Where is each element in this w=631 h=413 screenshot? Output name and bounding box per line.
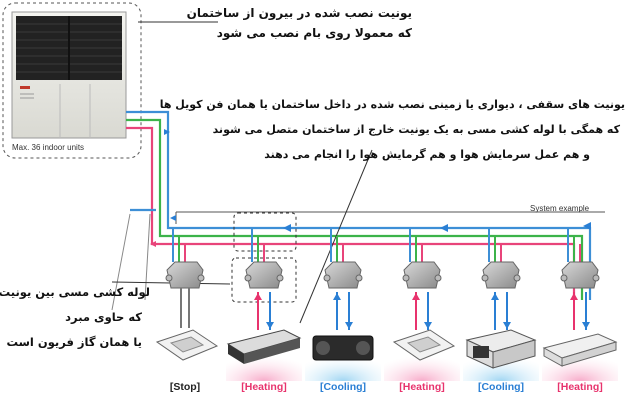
branch-port <box>513 274 521 282</box>
flow-arrow-up <box>333 293 341 300</box>
branch-box <box>561 261 599 289</box>
system-example-label: System example <box>530 204 590 213</box>
branch-port <box>434 274 442 282</box>
branch-port <box>592 274 600 282</box>
cassette-grille <box>406 336 442 353</box>
branch-port <box>481 274 489 282</box>
flow-arrow-down <box>266 322 274 329</box>
branch-port <box>244 274 252 282</box>
flow-arrow-down <box>503 322 511 329</box>
branch-port <box>197 274 205 282</box>
indoor-unit <box>542 228 618 381</box>
branch-port <box>355 274 363 282</box>
unit-mode-label: [Heating] <box>557 381 603 393</box>
branch-box <box>324 261 362 289</box>
unit-mode-label: [Stop] <box>169 381 201 393</box>
branch-port <box>165 274 173 282</box>
flow-arrow-up <box>412 293 420 300</box>
flow-arrow-down <box>582 322 590 329</box>
flow-arrow-down <box>424 322 432 329</box>
concealed-unit <box>312 335 374 361</box>
ducted-side <box>244 338 300 364</box>
outdoor-unit <box>11 11 127 139</box>
indoor-unit <box>384 228 460 381</box>
cassette-grille <box>169 336 205 353</box>
indoor-unit <box>305 228 381 381</box>
unit-mode-label: [Cooling] <box>477 381 525 393</box>
outdoor-unit-frame <box>2 2 142 159</box>
ducted-side <box>492 339 536 369</box>
piping-caption-line2: که حاوی مبرد <box>65 310 142 324</box>
indoor-caption-line3: و هم عمل سرمایش هوا و هم گرمایش هوا را ا… <box>264 148 590 161</box>
fan-outlet <box>356 341 370 355</box>
branch-highlight-box <box>233 212 297 252</box>
indoor-caption-line1: یونیت های سقفی ، دیواری یا زمینی نصب شده… <box>159 98 625 111</box>
indoor-caption-line2: که همگی با لوله کشی مسی به یک یونیت خارج… <box>212 123 620 136</box>
flow-arrow-down <box>345 322 353 329</box>
branch-port <box>402 274 410 282</box>
ducted-face <box>228 344 244 364</box>
duct-outlet <box>473 346 489 358</box>
branch-box <box>482 261 520 289</box>
valve-highlight-box <box>231 257 297 303</box>
indoor-unit <box>226 228 302 381</box>
unit-mode-label: [Cooling] <box>319 381 367 393</box>
branch-port <box>323 274 331 282</box>
piping-caption-line3: یا همان گاز فریون است <box>6 335 142 349</box>
flow-arrow-up <box>491 293 499 300</box>
branch-box <box>403 261 441 289</box>
unit-mode-label: [Heating] <box>399 381 445 393</box>
branch-port <box>560 274 568 282</box>
brand-logo <box>20 86 30 89</box>
piping-caption-line1: لوله کشی مسی بین یونیت ها <box>0 285 150 299</box>
outdoor-caption-line2: که معمولا روی بام نصب می شود <box>216 26 412 40</box>
ceiling-side <box>561 341 617 367</box>
branch-box <box>245 261 283 289</box>
fan-outlet <box>316 341 330 355</box>
branch-box <box>166 261 204 289</box>
branch-port <box>276 274 284 282</box>
indoor-unit <box>155 228 219 361</box>
outdoor-capacity: Max. 36 indoor units <box>12 143 85 152</box>
flow-arrow-up <box>570 293 578 300</box>
indoor-unit <box>463 228 539 381</box>
flow-arrow-up <box>254 293 262 300</box>
outdoor-caption-line1: یونیت نصب شده در بیرون از ساختمان <box>186 6 412 20</box>
unit-mode-label: [Heating] <box>241 381 287 393</box>
